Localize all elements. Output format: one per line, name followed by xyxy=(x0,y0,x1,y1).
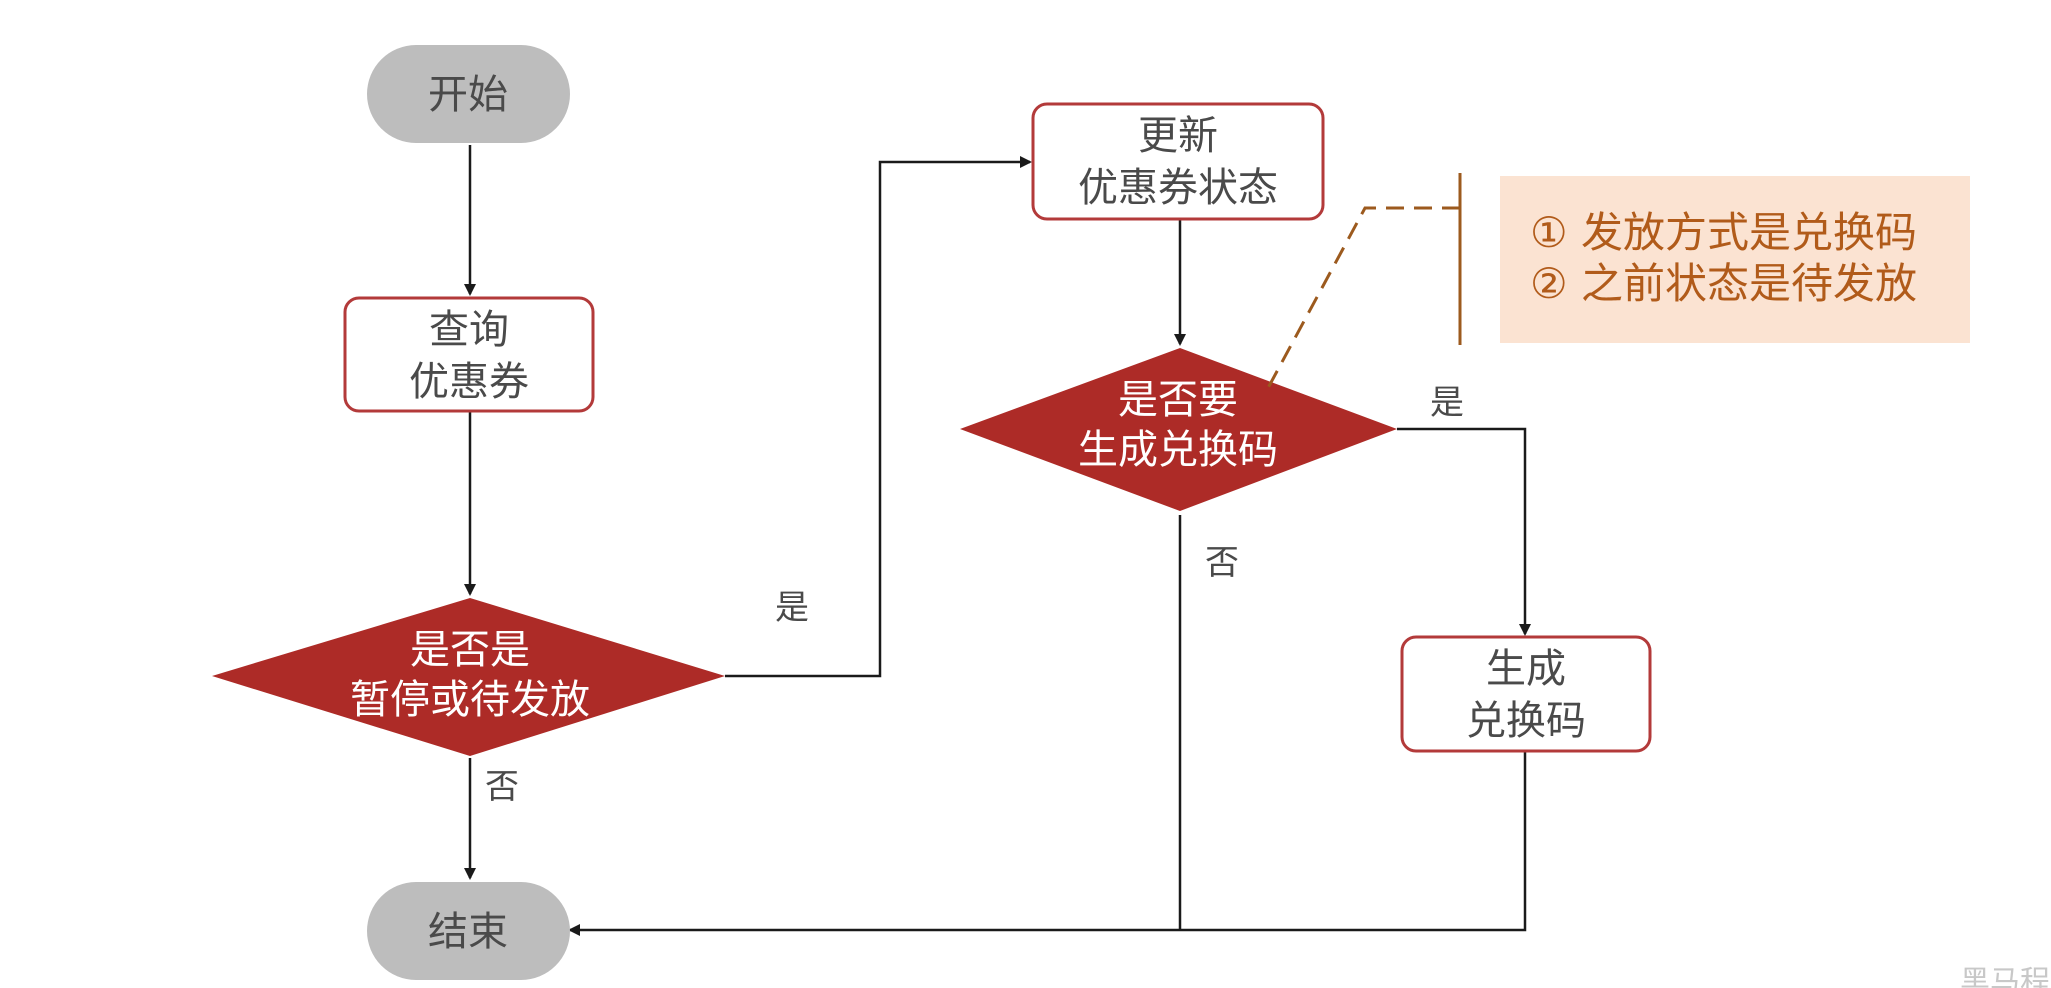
connectors xyxy=(464,145,1531,936)
condition-note: ① 发放方式是兑换码 ② 之前状态是待发放 xyxy=(1266,173,1970,389)
edge-generate-to-end xyxy=(568,751,1527,936)
edge-label-paused-no: 否 xyxy=(485,767,519,807)
start-label: 开始 xyxy=(428,72,508,118)
start-node: 开始 xyxy=(367,45,570,143)
query-node: 查询 优惠券 xyxy=(343,296,595,413)
update-label-line1: 更新 xyxy=(1138,113,1218,159)
watermark-text: 黑马程 xyxy=(1960,965,2050,988)
generate-label-line1: 生成 xyxy=(1486,646,1566,692)
edge-codecheck-yes-to-generate xyxy=(1397,427,1531,636)
decision-paused-line2: 暂停或待发放 xyxy=(350,677,590,723)
generate-label-line2: 兑换码 xyxy=(1466,698,1586,744)
query-label-line2: 优惠券 xyxy=(409,359,529,405)
decision-paused-line1: 是否是 xyxy=(410,627,530,673)
note-line2: ② 之前状态是待发放 xyxy=(1530,259,1917,308)
edge-label-code-yes: 是 xyxy=(1430,383,1464,423)
decision-code-line2: 生成兑换码 xyxy=(1078,427,1278,473)
query-label-line1: 查询 xyxy=(429,307,509,353)
decision-code-line1: 是否要 xyxy=(1118,377,1238,423)
update-label-line2: 优惠券状态 xyxy=(1078,165,1278,211)
note-line1: ① 发放方式是兑换码 xyxy=(1530,208,1917,257)
edge-decision-yes-to-update xyxy=(725,156,1032,678)
edge-label-code-no: 否 xyxy=(1205,543,1239,583)
generate-node: 生成 兑换码 xyxy=(1400,635,1652,753)
end-node: 结束 xyxy=(367,882,570,980)
decision-code-node: 是否要 生成兑换码 xyxy=(960,348,1397,511)
note-connector xyxy=(1266,206,1460,389)
update-node: 更新 优惠券状态 xyxy=(1031,102,1325,221)
edge-label-paused-yes: 是 xyxy=(775,588,809,628)
decision-paused-node: 是否是 暂停或待发放 xyxy=(212,598,725,756)
end-label: 结束 xyxy=(428,909,508,955)
